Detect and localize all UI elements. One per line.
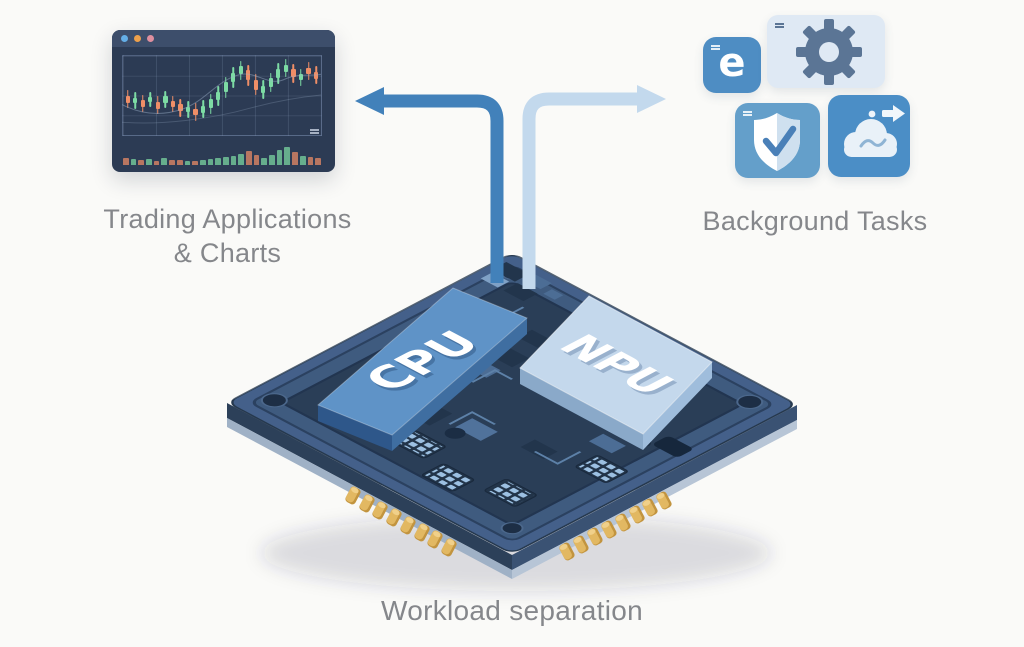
icon-tile-cloud (828, 95, 910, 177)
candle (245, 56, 252, 135)
volume-bar (284, 147, 291, 165)
arrow-to-npu (522, 92, 637, 289)
volume-bar (130, 158, 137, 165)
caption-trading-applications: Trading Applications & Charts (40, 202, 415, 270)
candle (268, 56, 275, 135)
volume-bar (153, 160, 160, 165)
volume-bar (230, 155, 237, 165)
candle (162, 56, 169, 135)
notch (654, 436, 692, 457)
volume-bar (253, 154, 260, 165)
volume-bar (269, 155, 275, 165)
candle (260, 56, 267, 135)
shield-icon (754, 113, 800, 171)
volume-bar (146, 159, 152, 165)
volume-bar (184, 161, 191, 165)
volume-bar (161, 158, 168, 165)
candle (230, 56, 237, 135)
volume-bar (215, 157, 221, 165)
board-top-plane (231, 255, 793, 552)
candle (298, 56, 305, 135)
browser-e-icon: e (718, 40, 746, 86)
candle (207, 56, 214, 135)
volume-bar (138, 160, 145, 165)
candle (222, 56, 229, 135)
caption-trading-line2: & Charts (173, 238, 282, 268)
window-titlebar (112, 30, 335, 47)
candle (170, 56, 177, 135)
volume-bar (261, 157, 268, 165)
caption-background-tasks: Background Tasks (702, 206, 928, 236)
candle (290, 56, 297, 135)
caption-trading-line1: Trading Applications (103, 204, 352, 234)
candle (155, 56, 162, 135)
titlebar-dot-1 (121, 35, 128, 42)
trading-chart-window (112, 30, 335, 172)
candlestick-plot (122, 55, 322, 136)
board-side-left (227, 403, 512, 570)
dot-icon (868, 110, 876, 118)
caption-workload-separation: Workload separation (381, 595, 643, 626)
candle (283, 56, 290, 135)
check-icon (762, 125, 797, 157)
volume-bar (238, 154, 244, 165)
npu-block: NPU NPU (519, 295, 713, 450)
tile-detail-mark (711, 45, 720, 52)
cloud-sync-icon (844, 105, 905, 157)
arrow-to-npu-head (637, 85, 666, 113)
arrow-right-icon (882, 105, 905, 122)
candle (215, 56, 222, 135)
arrow-to-cpu (384, 94, 504, 283)
candle (147, 56, 154, 135)
volume-bar (307, 157, 314, 165)
volume-bar (192, 160, 198, 165)
volume-bar (199, 159, 206, 165)
candle (237, 56, 244, 135)
workload-arrows (355, 85, 666, 289)
cpu-block: CPU CPU (317, 287, 528, 451)
candle (125, 56, 132, 135)
volume-bar (276, 149, 283, 165)
screw-right-icon (736, 394, 764, 410)
volume-bar (123, 157, 129, 165)
candle (313, 56, 320, 135)
screw-left-icon (260, 393, 288, 408)
candle (200, 56, 207, 135)
volume-bar (169, 159, 175, 165)
volume-bar (176, 160, 183, 165)
candle (185, 56, 192, 135)
npu-top-face (519, 295, 713, 435)
volume-row (122, 140, 322, 165)
cpu-top-face (317, 287, 528, 436)
contact-pads (393, 430, 628, 507)
volume-bar (299, 155, 306, 165)
titlebar-dot-3 (147, 35, 154, 42)
board-side-right (512, 405, 797, 570)
arrow-to-cpu-head (355, 87, 384, 115)
candle (253, 56, 260, 135)
volume-bar (315, 158, 321, 165)
tile-detail-mark (775, 23, 784, 30)
screw-bottom-icon (500, 522, 524, 535)
gear-icon (796, 19, 862, 85)
icon-tile-security (735, 103, 820, 178)
titlebar-dot-2 (134, 35, 141, 42)
volume-bar (222, 156, 229, 165)
board-edge-highlight (226, 252, 798, 405)
sync-squiggle-icon (859, 138, 887, 148)
candle (132, 56, 139, 135)
volume-bar (246, 150, 252, 165)
candle (305, 56, 312, 135)
candle (192, 56, 199, 135)
tile-detail-mark (743, 111, 752, 118)
volume-bar (207, 158, 214, 165)
candle (177, 56, 184, 135)
chart-legend-mark (310, 129, 319, 136)
icon-tile-browser: e (703, 37, 761, 93)
candle (275, 56, 282, 135)
candle (140, 56, 147, 135)
volume-bar (292, 152, 298, 165)
icon-tile-settings (767, 15, 885, 88)
